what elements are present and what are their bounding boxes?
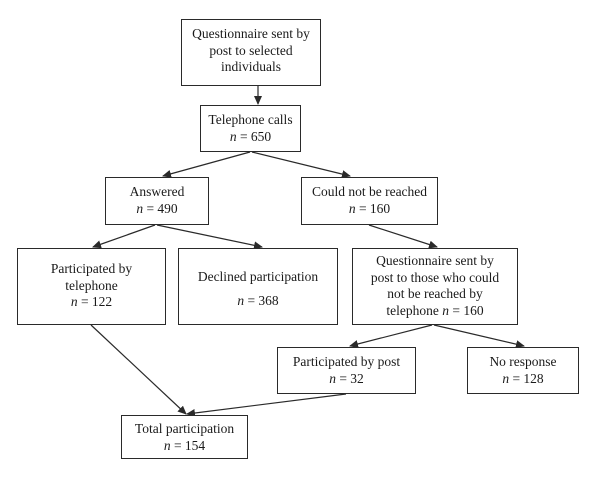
arrow-telephone-to-answered bbox=[162, 151, 251, 178]
arrow-not-reached-to-quest-post bbox=[368, 224, 438, 249]
n-symbol: n bbox=[163, 437, 171, 453]
n-symbol: n bbox=[348, 200, 356, 216]
count-value: = 490 bbox=[146, 200, 178, 216]
node-count: n = 128 bbox=[468, 371, 578, 388]
node-count: n = 160 bbox=[302, 201, 437, 218]
node-text-line: Participated by bbox=[50, 261, 133, 276]
node-text-line: individuals bbox=[221, 59, 281, 74]
node-text-line: not be reached by bbox=[387, 286, 483, 301]
node-text-line: post to those who could bbox=[370, 269, 500, 285]
node-text-line: Telephone calls bbox=[208, 112, 293, 127]
node-questionnaire-post-unreached: Questionnaire sent by post to those who … bbox=[352, 248, 518, 325]
n-symbol: n bbox=[136, 200, 144, 216]
node-text-line: Questionnaire sent by bbox=[192, 26, 310, 41]
n-symbol: n bbox=[229, 128, 237, 144]
node-count: n = 154 bbox=[122, 438, 247, 455]
count-value: = 122 bbox=[80, 294, 113, 309]
node-text-line: telephone bbox=[65, 277, 118, 293]
node-text-line: Questionnaire sent by bbox=[376, 253, 494, 268]
count-value: = 128 bbox=[512, 370, 544, 386]
node-text-line: Could not be reached bbox=[311, 184, 428, 199]
n-symbol: n bbox=[329, 370, 336, 386]
arrow-part-telephone-to-total bbox=[90, 324, 187, 415]
node-total-participation: Total participation n = 154 bbox=[121, 415, 248, 459]
count-value: = 368 bbox=[247, 292, 279, 308]
arrow-telephone-to-not-reached bbox=[251, 151, 351, 178]
node-participated-by-post: Participated by post n = 32 bbox=[277, 347, 416, 394]
node-text-fragment: telephone bbox=[386, 302, 439, 318]
node-count: n = 32 bbox=[278, 371, 415, 388]
node-text-line: No response bbox=[489, 354, 557, 369]
arrow-quest-post-to-part-post bbox=[349, 324, 433, 348]
node-text-line: Participated by post bbox=[292, 354, 401, 369]
count-value: = 160 bbox=[358, 200, 391, 216]
node-answered: Answered n = 490 bbox=[105, 177, 209, 225]
arrow-answered-to-part-telephone bbox=[92, 224, 156, 249]
n-symbol: n bbox=[237, 292, 245, 308]
arrow-answered-to-declined bbox=[156, 224, 263, 250]
count-value: = 650 bbox=[239, 128, 272, 144]
count-value: = 154 bbox=[173, 437, 206, 453]
count-value: = 160 bbox=[452, 302, 484, 318]
n-symbol: n bbox=[502, 370, 510, 386]
count-value: = 32 bbox=[339, 370, 364, 386]
node-telephone-calls: Telephone calls n = 650 bbox=[200, 105, 301, 152]
node-text-line: Answered bbox=[129, 184, 185, 199]
node-count: n = 122 bbox=[18, 294, 165, 311]
n-symbol: n bbox=[442, 302, 449, 318]
node-could-not-be-reached: Could not be reached n = 160 bbox=[301, 177, 438, 225]
n-symbol: n bbox=[70, 294, 78, 309]
node-text-line: post to selected bbox=[209, 42, 293, 58]
node-count: n = 650 bbox=[201, 129, 300, 146]
node-count: n = 368 bbox=[179, 293, 337, 310]
arrow-quest-post-to-no-response bbox=[433, 324, 525, 349]
node-declined-participation: Declined participation n = 368 bbox=[178, 248, 338, 325]
node-count: telephone n = 160 bbox=[353, 303, 517, 320]
node-no-response: No response n = 128 bbox=[467, 347, 579, 394]
node-text-line: Total participation bbox=[134, 421, 235, 436]
node-questionnaire-sent: Questionnaire sent by post to selected i… bbox=[181, 19, 321, 86]
node-text-line: Declined participation bbox=[197, 269, 319, 284]
node-participated-by-telephone: Participated by telephone n = 122 bbox=[17, 248, 166, 325]
arrow-part-post-to-total bbox=[186, 393, 347, 417]
node-count: n = 490 bbox=[106, 201, 208, 218]
